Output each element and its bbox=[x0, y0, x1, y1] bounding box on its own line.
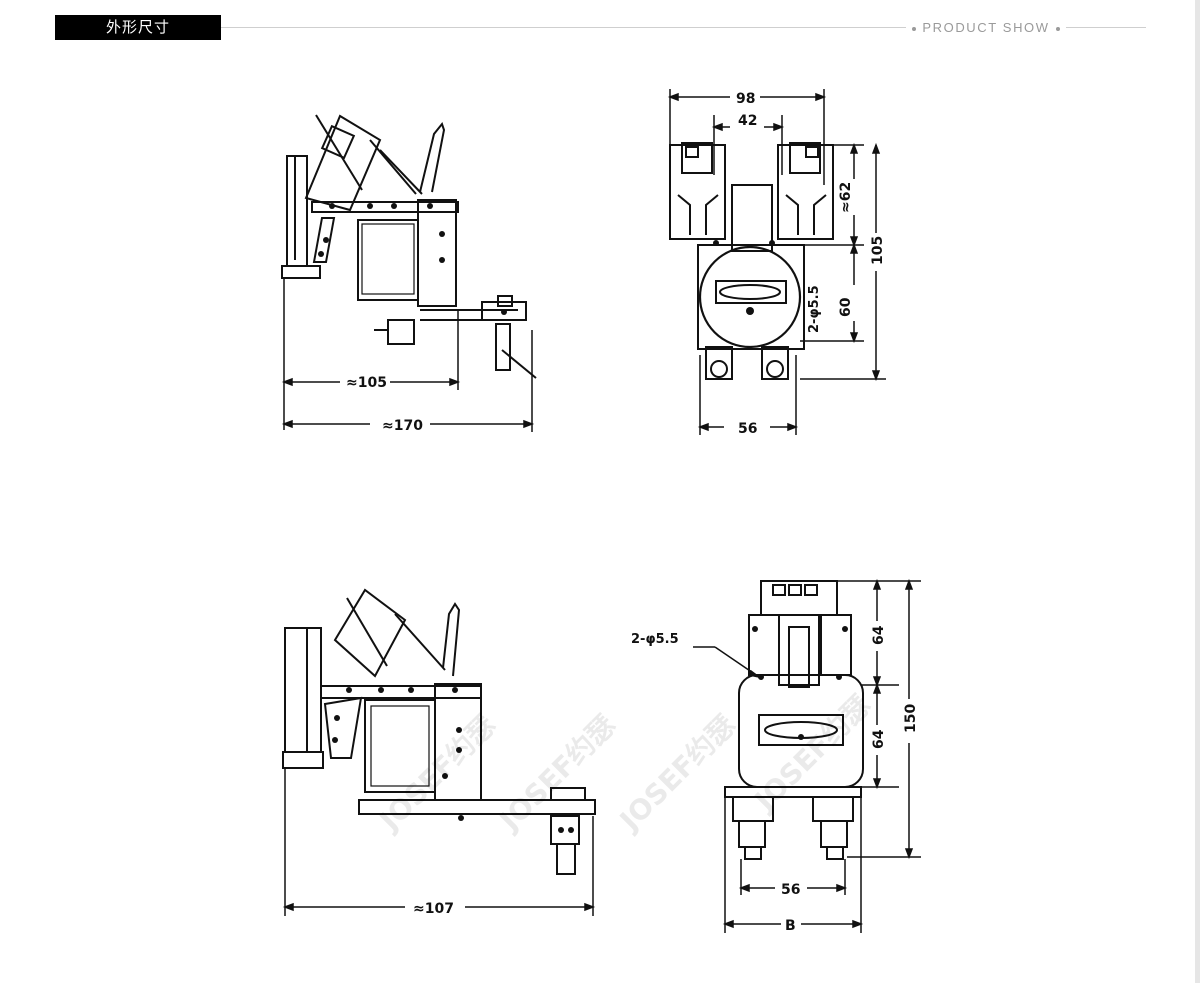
dim-label: 2-φ5.5 bbox=[807, 285, 822, 333]
dim-label: 98 bbox=[736, 91, 755, 107]
bottom-side-view-drawing: ≈107 bbox=[282, 588, 596, 917]
top-front-view-drawing: 98 42 ≈62 105 60 2-φ5.5 56 bbox=[667, 89, 886, 437]
bottom-front-view-drawing: 2-φ5.5 64 64 150 56 B bbox=[631, 578, 921, 934]
dim-label: 2-φ5.5 bbox=[631, 632, 679, 647]
dot-icon bbox=[912, 26, 917, 31]
dim-label: 42 bbox=[738, 113, 757, 129]
section-title: 外形尺寸 bbox=[105, 18, 170, 36]
section-title-tab: 外形尺寸 bbox=[55, 15, 221, 40]
dim-label: 64 bbox=[871, 625, 887, 645]
dim-label: 60 bbox=[838, 297, 854, 317]
dim-label: B bbox=[785, 918, 796, 934]
dim-label: ≈62 bbox=[838, 182, 854, 213]
dot-icon bbox=[1055, 26, 1060, 31]
top-side-view-drawing: ≈105 ≈170 bbox=[281, 114, 537, 434]
dim-label: 56 bbox=[781, 882, 800, 898]
dim-label: 150 bbox=[903, 704, 919, 733]
dim-label: ≈107 bbox=[413, 901, 454, 917]
header-caption: PRODUCT SHOW bbox=[906, 20, 1066, 36]
header-divider-right bbox=[1066, 27, 1146, 28]
dim-label: ≈105 bbox=[346, 375, 387, 391]
dim-label: 56 bbox=[738, 421, 757, 437]
caption-text: PRODUCT SHOW bbox=[922, 20, 1050, 35]
dim-label: 64 bbox=[871, 729, 887, 749]
scrollbar-track[interactable] bbox=[1195, 0, 1200, 983]
dim-label: 105 bbox=[870, 236, 886, 265]
dim-label: ≈170 bbox=[382, 418, 423, 434]
header-divider bbox=[221, 27, 906, 28]
